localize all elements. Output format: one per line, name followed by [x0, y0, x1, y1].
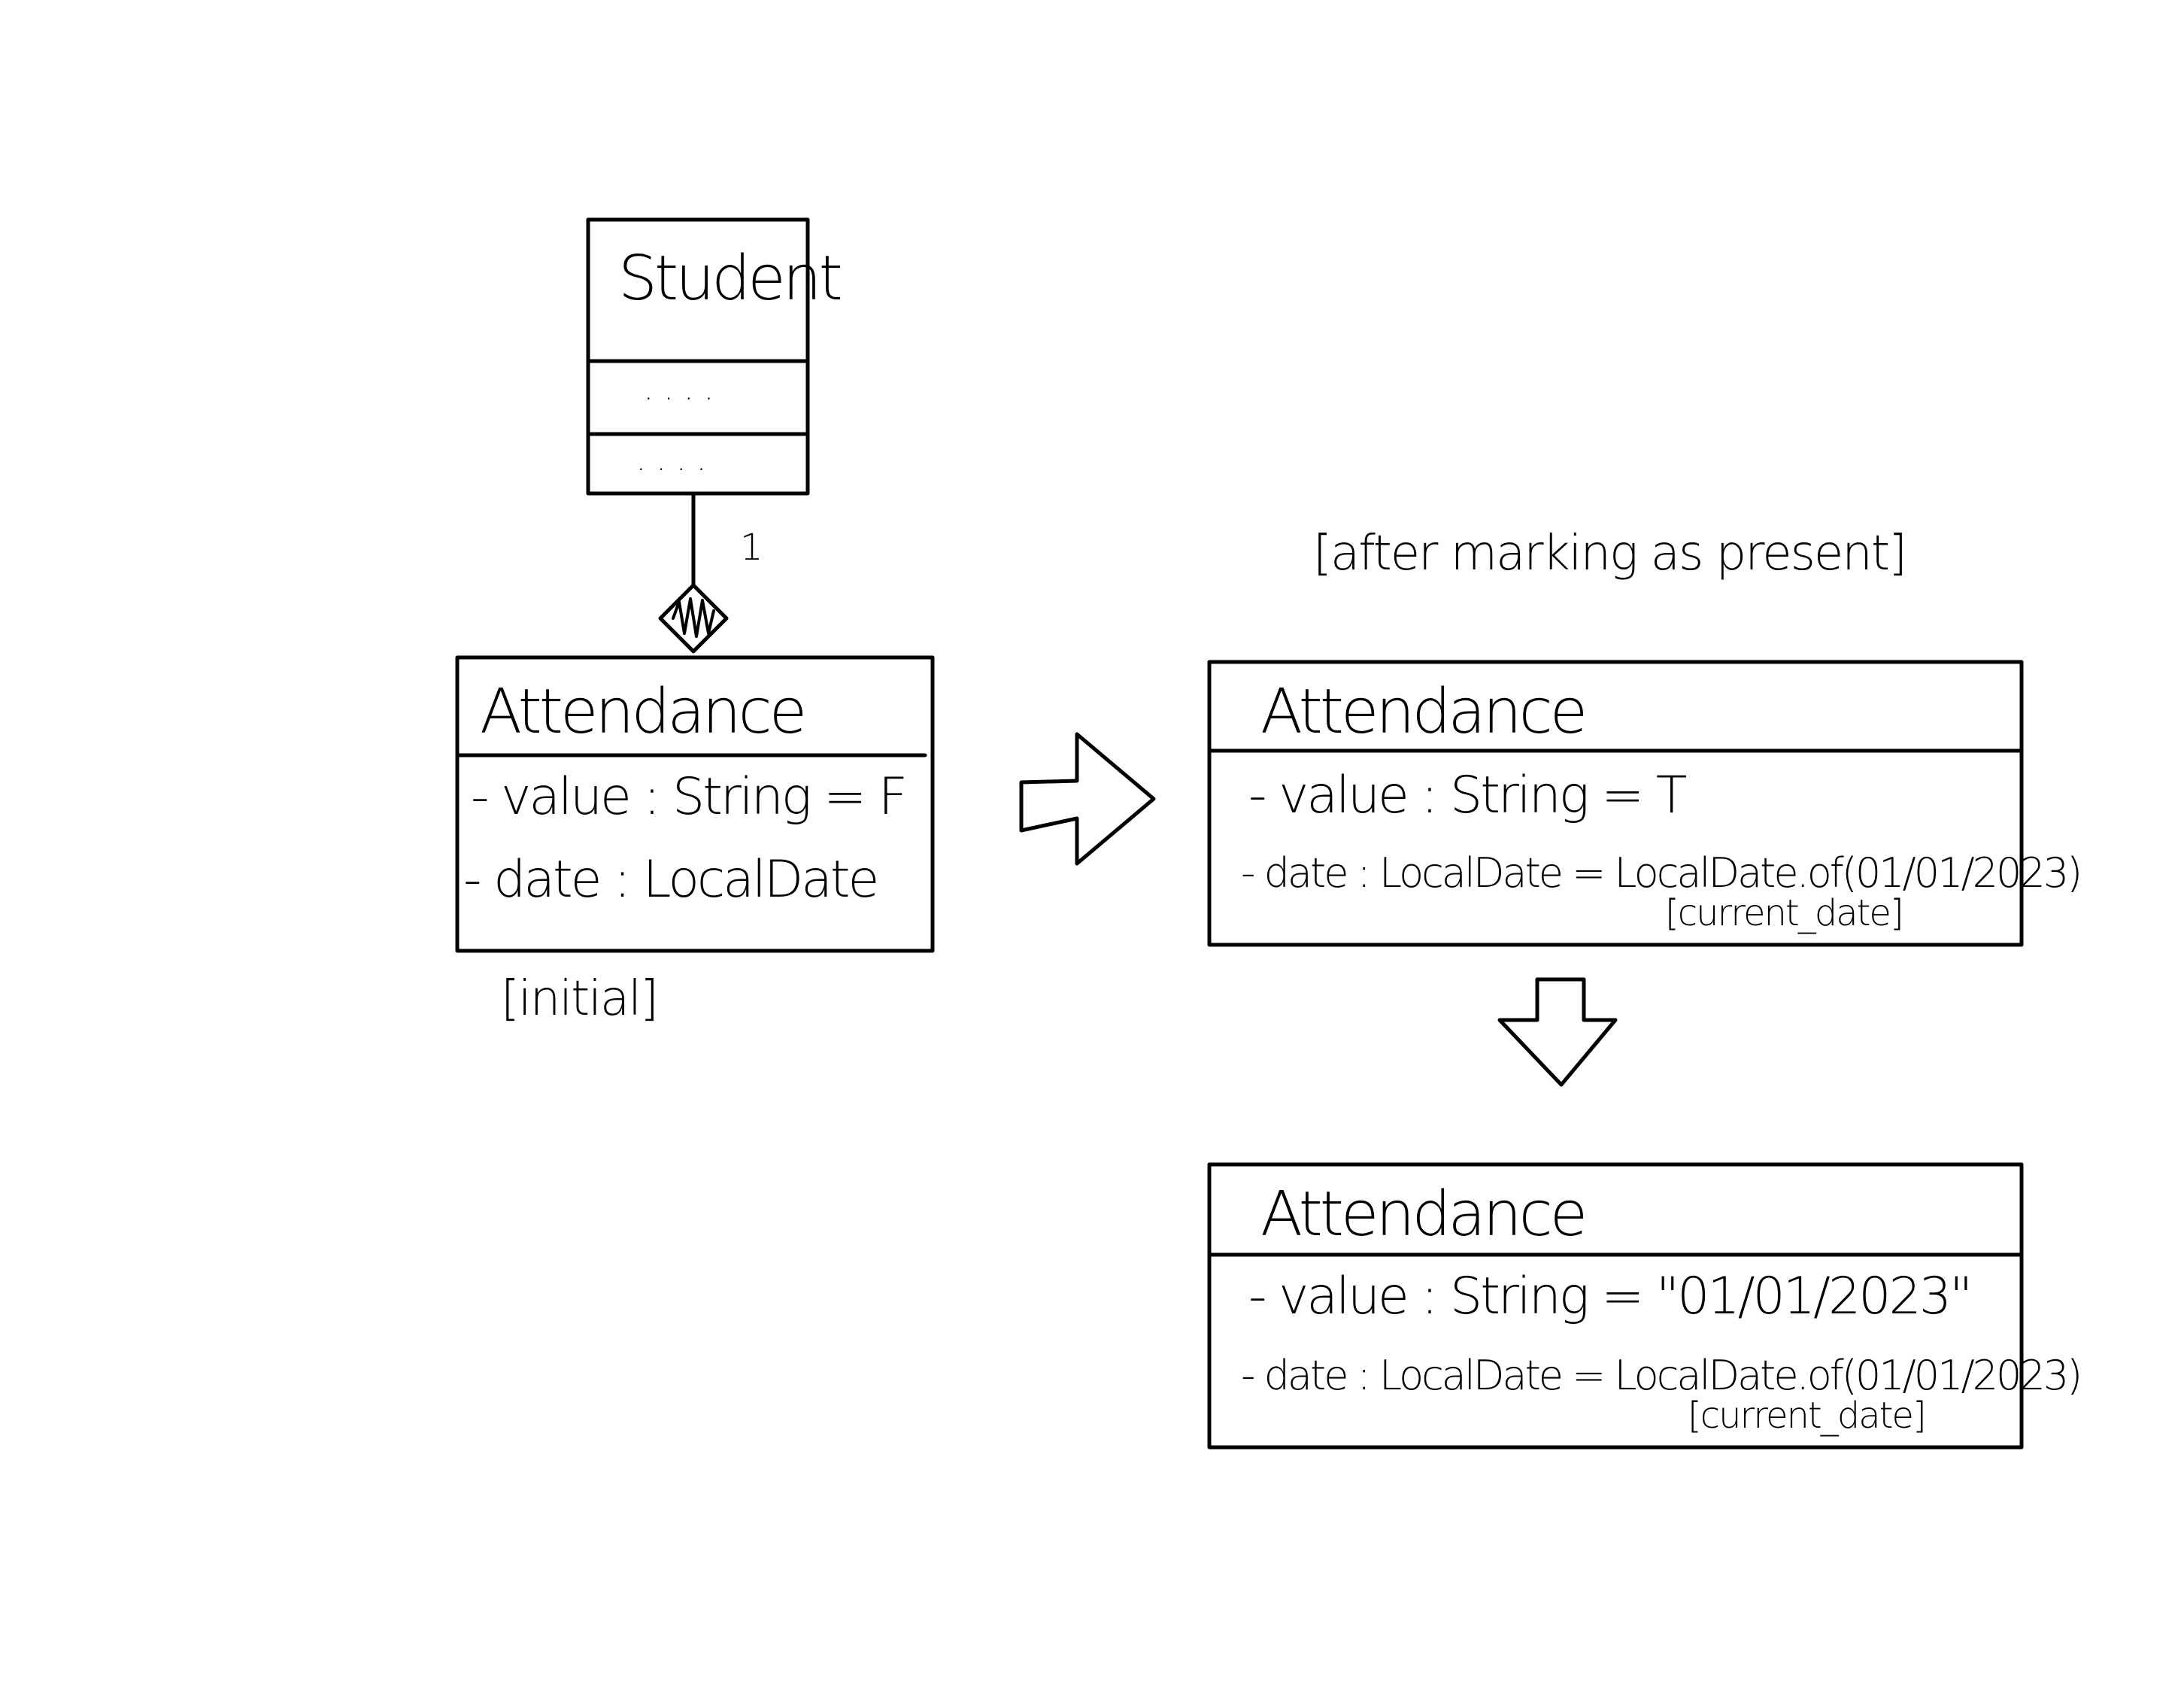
initial-attendance-title: Attendance — [480, 676, 807, 748]
student-methods-placeholder: .... — [636, 443, 717, 478]
present-date-attribute: - date : LocalDate = LocalDate.of(01/01/… — [1241, 849, 2082, 897]
present-value-attribute: - value : String = T — [1248, 766, 1687, 825]
initial-attendance-box — [455, 655, 935, 953]
final-date-attribute: - date : LocalDate = LocalDate.of(01/01/… — [1241, 1352, 2082, 1399]
initial-value-attribute: - value : String = F — [471, 767, 908, 827]
student-class-box — [586, 217, 810, 496]
final-date-note: [current_date] — [1688, 1395, 1927, 1437]
right-arrow — [1019, 732, 1156, 866]
present-attendance-title: Attendance — [1260, 676, 1588, 748]
present-state-guard: [after marking as present] — [1313, 526, 1907, 581]
composition-diamond-fill — [672, 597, 715, 638]
final-attendance-box — [1207, 1162, 2024, 1450]
student-class-title: Student — [618, 243, 843, 314]
initial-date-attribute: - date : LocalDate — [463, 850, 879, 909]
present-attendance-box — [1207, 660, 2024, 947]
final-attendance-title: Attendance — [1260, 1179, 1588, 1250]
composition-multiplicity: 1 — [740, 527, 763, 569]
student-attributes-placeholder: .... — [644, 372, 724, 407]
present-date-note: [current_date] — [1665, 892, 1904, 934]
down-arrow — [1497, 977, 1618, 1087]
initial-state-caption: [initial] — [501, 971, 659, 1027]
final-value-attribute: - value : String = "01/01/2023" — [1248, 1267, 1973, 1326]
